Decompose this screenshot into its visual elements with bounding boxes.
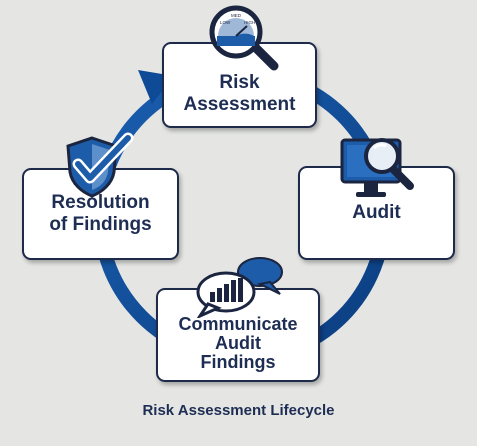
diagram-caption: Risk Assessment Lifecycle	[142, 402, 335, 419]
communicate-label: Communicate Audit Findings	[178, 314, 298, 372]
audit-label: Audit	[352, 202, 401, 223]
resolution-label: Resolution of Findings	[49, 192, 152, 235]
chat-bar-chart-icon	[196, 257, 283, 318]
gauge-med-label: MED	[231, 13, 242, 18]
shield-check-icon	[66, 132, 134, 198]
resolution-box: Resolution of Findings	[22, 168, 179, 260]
magnifier-gauge-icon: LOW MED HIGH	[209, 5, 279, 71]
monitor-magnifier-icon	[340, 138, 414, 197]
risk-assessment-label: Risk Assessment	[183, 72, 296, 115]
gauge-high-label: HIGH	[244, 20, 255, 25]
gauge-low-label: LOW	[220, 20, 231, 25]
